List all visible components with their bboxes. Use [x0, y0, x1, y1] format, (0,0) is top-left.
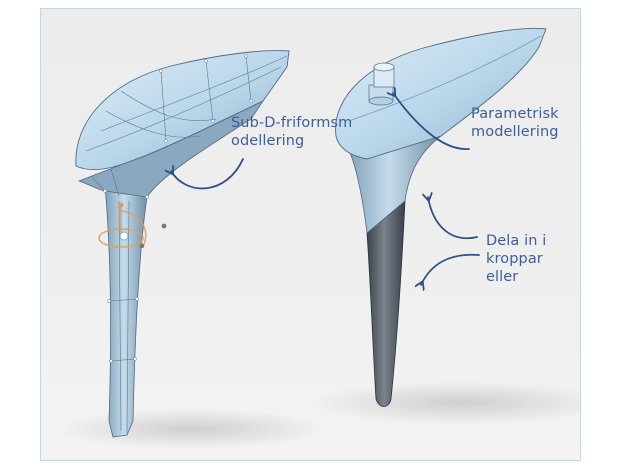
left-implant-model	[75, 50, 290, 438]
figure-frame: Sub-D-friformsm odellering Parametrisk m…	[40, 8, 581, 461]
label-split-line-2: kroppar	[486, 251, 543, 267]
label-parametric: Parametrisk modellering	[471, 105, 559, 141]
label-split-line-1: Dela in i	[486, 233, 547, 249]
label-subd-line-1: Sub-D-friformsm	[231, 115, 353, 131]
label-subd-freeform: Sub-D-friformsm odellering	[231, 114, 352, 150]
arrow-parametric	[393, 93, 470, 150]
transform-gizmo-icon[interactable]	[98, 202, 167, 249]
left-shadow	[56, 409, 326, 449]
illustration	[56, 27, 580, 449]
arrow-split-up	[428, 197, 478, 240]
label-parametric-line-2: modellering	[471, 124, 559, 140]
arrow-subd	[171, 158, 244, 190]
label-subd-line-2: odellering	[231, 133, 305, 149]
right-implant-model	[335, 27, 547, 407]
annotation-arrows	[171, 93, 480, 285]
label-split-line-3: eller	[486, 269, 519, 285]
label-parametric-line-1: Parametrisk	[471, 106, 559, 122]
right-shadow	[311, 381, 580, 425]
arrow-split-down	[421, 253, 480, 285]
label-split-bodies: Dela in i kroppar eller	[486, 232, 546, 286]
